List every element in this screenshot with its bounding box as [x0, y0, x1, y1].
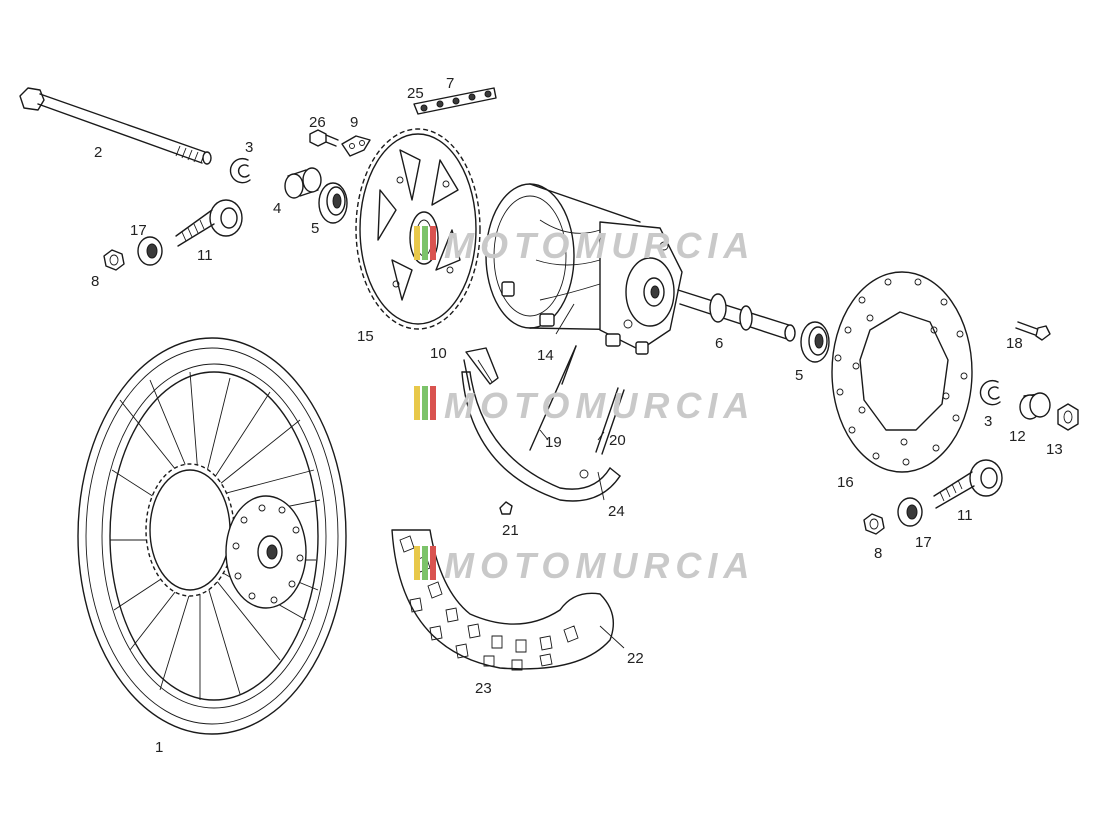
part-label-9: 9 [350, 114, 358, 131]
circlip-right [979, 379, 1001, 406]
part-label-10: 10 [430, 345, 447, 362]
part-label-5: 5 [795, 367, 803, 384]
watermark-3: MOTOMURCIA [414, 545, 755, 586]
part-label-4: 4 [273, 200, 281, 217]
watermark-stripe [430, 386, 436, 420]
part-label-17: 17 [130, 222, 147, 239]
part-label-8: 8 [874, 545, 882, 562]
part-label-6: 6 [715, 335, 723, 352]
part-label-16: 16 [837, 474, 854, 491]
watermark-text: MOTOMURCIA [444, 545, 755, 586]
circlip-left [229, 157, 251, 184]
assembled-wheel [77, 337, 347, 735]
washer-right [897, 497, 923, 527]
part-label-12: 12 [1009, 428, 1026, 445]
part-label-3: 3 [984, 413, 992, 430]
part-label-5: 5 [311, 220, 319, 237]
hub-spindle [677, 289, 796, 342]
part-label-20: 20 [609, 432, 626, 449]
watermark-stripe [414, 546, 420, 580]
valve-stems [529, 345, 625, 455]
chain-link [413, 87, 497, 115]
part-label-23: 23 [475, 680, 492, 697]
nut-right [1057, 403, 1079, 431]
watermark-stripe [414, 386, 420, 420]
watermark-stripe [414, 226, 420, 260]
rim-lock [463, 347, 499, 391]
part-label-14: 14 [537, 347, 554, 364]
watermark-stripe [430, 546, 436, 580]
leader-lines [477, 303, 625, 649]
part-label-8: 8 [91, 273, 99, 290]
part-label-11: 11 [957, 507, 973, 524]
part-label-13: 13 [1046, 441, 1063, 458]
wheel-hub [485, 183, 683, 355]
chain-adjuster-left [175, 199, 243, 247]
part-label-1: 1 [155, 739, 163, 756]
part-label-15: 15 [357, 328, 374, 345]
watermark-stripe [422, 386, 428, 420]
lock-plate [341, 135, 371, 157]
valve-nut [499, 501, 513, 515]
spacer-left [284, 167, 322, 199]
watermark-stripe [422, 546, 428, 580]
nut-right-bottom [863, 513, 885, 535]
part-label-3: 3 [245, 139, 253, 156]
bearing-left [318, 182, 348, 224]
disc-bolt [1015, 321, 1051, 341]
watermark-1: MOTOMURCIA [414, 225, 755, 266]
part-label-2: 2 [94, 144, 102, 161]
watermark-stripe [422, 226, 428, 260]
part-label-11: 11 [197, 247, 213, 264]
inner-tube [461, 371, 621, 502]
bearing-right [800, 321, 830, 363]
nut-left [103, 249, 125, 271]
part-label-19: 19 [545, 434, 562, 451]
part-labels: 1 2 3 3 4 5 5 6 7 8 8 9 10 11 11 12 13 1… [91, 75, 1063, 756]
washer-left [137, 236, 163, 266]
watermark-text: MOTOMURCIA [444, 225, 755, 266]
part-label-24: 24 [608, 503, 625, 520]
chain-adjuster-right [933, 459, 1003, 509]
part-label-18: 18 [1006, 335, 1023, 352]
part-label-21: 21 [502, 522, 519, 539]
part-label-26: 26 [309, 114, 326, 131]
sprocket-bolt [309, 129, 339, 147]
watermark-text: MOTOMURCIA [444, 385, 755, 426]
brake-disc [831, 271, 973, 473]
axle-bolt [19, 87, 212, 165]
spacer-right [1019, 392, 1051, 420]
part-label-7: 7 [446, 75, 454, 92]
part-label-22: 22 [627, 650, 644, 667]
watermark-2: MOTOMURCIA [414, 385, 755, 426]
part-label-25: 25 [407, 85, 424, 102]
watermark-stripe [430, 226, 436, 260]
part-label-17: 17 [915, 534, 932, 551]
